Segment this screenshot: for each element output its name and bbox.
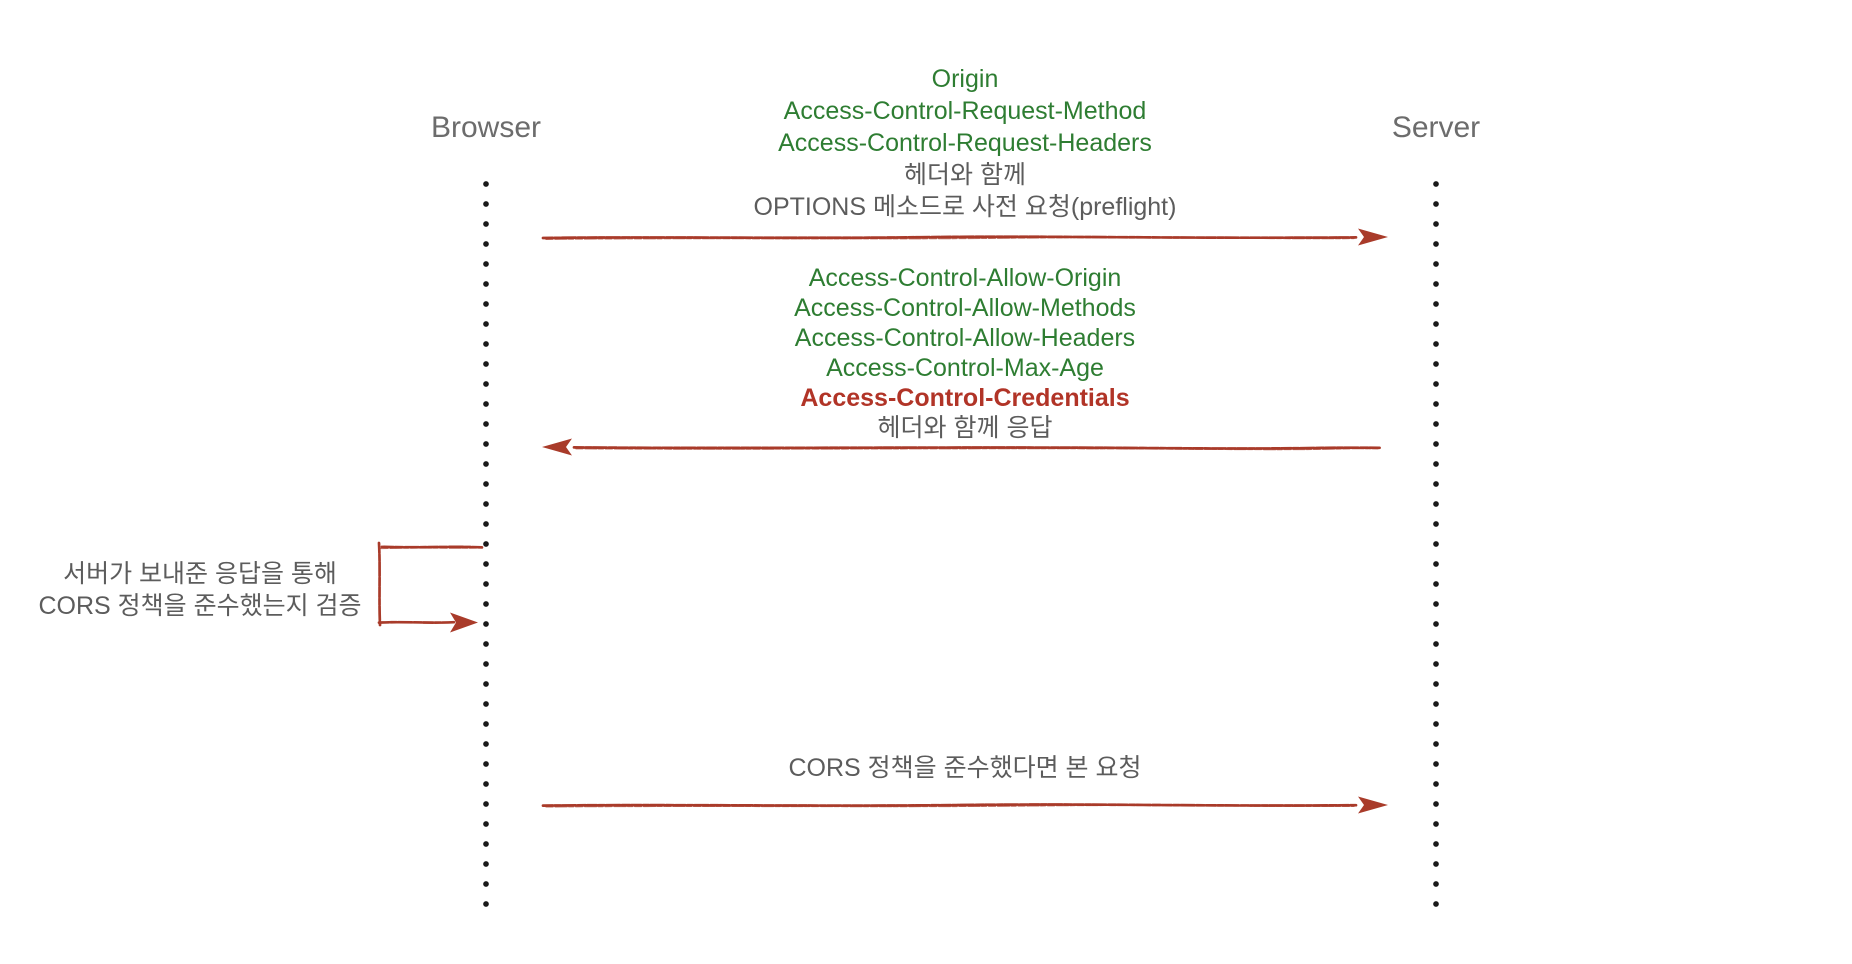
arrowhead-left-icon — [542, 438, 572, 456]
main-request-arrow — [541, 796, 1388, 814]
preflight-response-header: Access-Control-Allow-Origin — [808, 264, 1122, 292]
preflight-response-note: 헤더와 함께 응답 — [877, 414, 1053, 442]
preflight-response-message: Access-Control-Allow-Origin Access-Contr… — [515, 263, 1415, 443]
validation-note-line1: 서버가 보내준 응답을 통해 — [63, 560, 337, 588]
self-validation-loop-arrow — [377, 541, 484, 633]
browser-lifeline — [483, 174, 489, 916]
preflight-response-header: Access-Control-Allow-Headers — [794, 324, 1136, 352]
preflight-request-header: Access-Control-Request-Headers — [778, 129, 1152, 157]
main-request-message: CORS 정책을 준수했다면 본 요청 — [515, 752, 1415, 784]
server-actor-label: Server — [1391, 111, 1481, 144]
validation-note-line2: CORS 정책을 준수했는지 검증 — [38, 592, 362, 620]
server-lifeline — [1433, 174, 1439, 916]
preflight-request-header: Origin — [931, 65, 999, 93]
arrowhead-right-icon — [1358, 796, 1388, 814]
preflight-response-arrow — [542, 438, 1382, 456]
browser-actor-label: Browser — [430, 111, 542, 144]
preflight-request-message: Origin Access-Control-Request-Method Acc… — [515, 63, 1415, 223]
arrowhead-right-icon — [450, 612, 478, 633]
preflight-request-note-line1: 헤더와 함께 — [904, 161, 1026, 189]
validation-note: 서버가 보내준 응답을 통해 CORS 정책을 준수했는지 검증 — [0, 558, 400, 622]
arrowhead-right-icon — [1358, 228, 1388, 246]
preflight-response-header: Access-Control-Allow-Methods — [794, 294, 1136, 322]
preflight-request-header: Access-Control-Request-Method — [783, 97, 1147, 125]
preflight-response-header: Access-Control-Max-Age — [826, 354, 1104, 382]
main-request-label: CORS 정책을 준수했다면 본 요청 — [788, 754, 1142, 782]
preflight-request-arrow — [541, 228, 1388, 246]
preflight-response-credentials-header: Access-Control-Credentials — [800, 384, 1130, 412]
preflight-request-note-line2: OPTIONS 메소드로 사전 요청(preflight) — [753, 193, 1177, 221]
